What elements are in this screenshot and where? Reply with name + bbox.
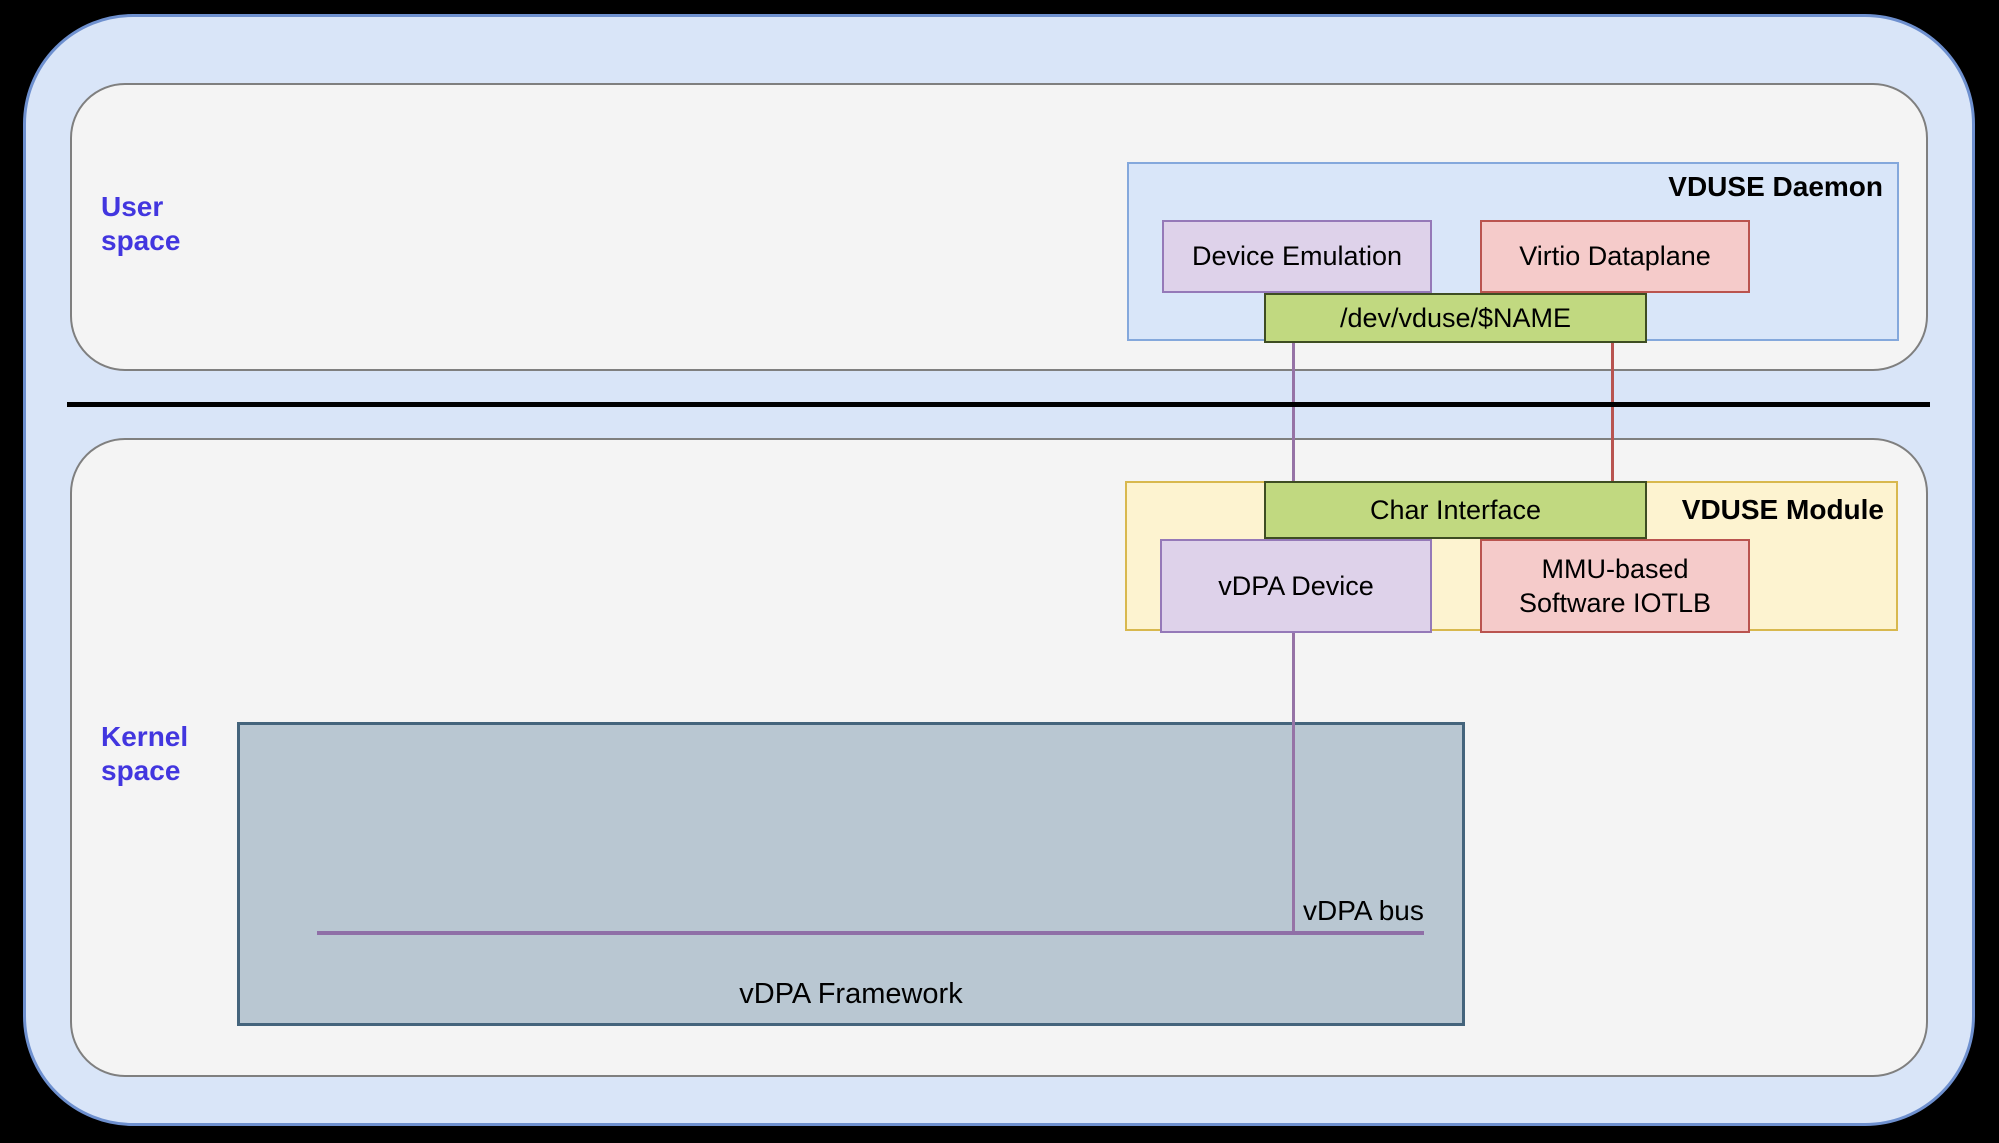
user-space-label: User space: [101, 191, 181, 256]
char-device-box: /dev/vduse/$NAME: [1264, 293, 1647, 343]
mmu-iotlb-box: MMU-based Software IOTLB: [1480, 539, 1750, 633]
connector-chardev-to-charinterface: [1292, 341, 1295, 482]
kernel-space-label: Kernel space: [101, 721, 189, 786]
connector-vdpadevice-to-bus: [1292, 631, 1295, 934]
vduse-module-title: VDUSE Module: [1681, 494, 1884, 525]
vdpa-framework-box: [237, 722, 1465, 1026]
vdpa-bus-label: vDPA bus: [1303, 895, 1424, 926]
vdpa-bus-line: [317, 931, 1424, 935]
vdpa-device-box: vDPA Device: [1160, 539, 1432, 633]
char-interface-box: Char Interface: [1264, 481, 1647, 539]
vduse-daemon-title: VDUSE Daemon: [1668, 171, 1883, 202]
vdpa-framework-title: vDPA Framework: [739, 978, 963, 1010]
device-emulation-box: Device Emulation: [1162, 220, 1432, 293]
virtio-dataplane-box: Virtio Dataplane: [1480, 220, 1750, 293]
user-kernel-separator-line: [67, 402, 1930, 407]
vduse-module-box: VDUSE Module Char Interface vDPA Device …: [1125, 481, 1898, 633]
connector-virtio-to-charinterface: [1611, 341, 1614, 482]
vduse-daemon-box: VDUSE Daemon Device Emulation Virtio Dat…: [1127, 162, 1899, 343]
